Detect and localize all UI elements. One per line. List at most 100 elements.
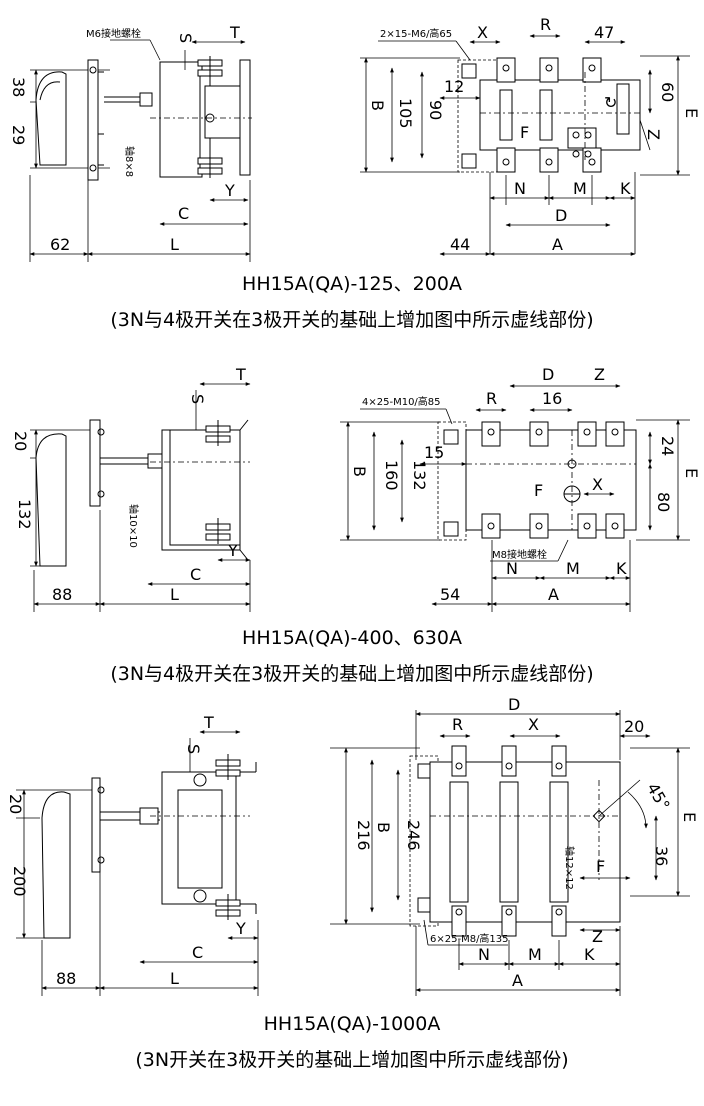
dim-Z-2: Z xyxy=(594,365,605,384)
switch-body-front-2 xyxy=(465,429,637,531)
dim-L-3: L xyxy=(170,969,179,988)
mounting-plate-1 xyxy=(87,59,99,181)
side-view-2: 20 132 轴10×10 T S xyxy=(11,365,251,612)
dim-38: 38 xyxy=(9,77,28,97)
dim-R-3: R xyxy=(452,715,463,734)
diagram-3: 20 200 T S xyxy=(6,695,699,1071)
side-view-1: 38 29 轴8×8 M6接地螺栓 xyxy=(9,23,252,262)
switch-body-1 xyxy=(159,61,203,178)
mounting-plate-2 xyxy=(89,419,101,507)
dim-160-2: 160 xyxy=(382,460,401,491)
dim-80-2: 80 xyxy=(654,492,673,512)
shaft-label-2: 轴10×10 xyxy=(127,504,140,548)
mounting-plate-3 xyxy=(91,777,101,873)
dim-36-3: 36 xyxy=(652,846,671,866)
dim-E-3: E xyxy=(680,812,699,822)
mount-holes-label-3: 6×25-M8/高135 xyxy=(430,932,509,945)
dim-T-3: T xyxy=(203,713,214,732)
dim-X-2: X xyxy=(592,475,603,494)
dim-S-1: S xyxy=(176,33,195,43)
dim-A-2: A xyxy=(548,585,559,604)
dim-B-3: B xyxy=(374,822,393,833)
dim-D-3: D xyxy=(508,695,520,714)
dim-105-1: 105 xyxy=(396,98,415,129)
dim-246-3: 246 xyxy=(404,820,423,851)
dim-R-2: R xyxy=(486,389,497,408)
dim-F-3: F xyxy=(596,857,605,876)
dim-44-1: 44 xyxy=(450,235,470,254)
front-view-1: 2×15-M6/高65 ↻ xyxy=(360,15,701,256)
dim-C-1: C xyxy=(178,204,189,223)
dim-K-1: K xyxy=(620,179,631,198)
dim-54-2: 54 xyxy=(440,585,460,604)
dim-M-1: M xyxy=(573,179,587,198)
dim-B-1: B xyxy=(368,100,387,111)
dim-L-2: L xyxy=(170,585,179,604)
dim-E-1: E xyxy=(682,108,701,118)
dim-R-1: R xyxy=(540,15,551,34)
dim-60-1: 60 xyxy=(658,82,677,102)
diagram-2: 20 132 轴10×10 T S xyxy=(11,365,701,685)
note-1: (3N与4极开关在3极开关的基础上增加图中所示虚线部份) xyxy=(110,309,593,331)
dim-88-3: 88 xyxy=(56,969,76,988)
dim-C-3: C xyxy=(192,943,203,962)
dim-K-3: K xyxy=(584,945,595,964)
dim-29: 29 xyxy=(9,125,28,145)
dim-20-side-3: 20 xyxy=(6,794,25,814)
terminal-bolts-3 xyxy=(215,754,241,920)
dim-N-2: N xyxy=(506,559,518,578)
dim-Y-3: Y xyxy=(235,919,246,938)
note-2: (3N与4极开关在3极开关的基础上增加图中所示虚线部份) xyxy=(110,663,593,685)
dim-16-2: 16 xyxy=(542,389,562,408)
rotation-symbol-1: ↻ xyxy=(604,93,617,112)
mount-holes-label-2: 4×25-M10/高85 xyxy=(362,395,441,408)
pole-terminals-3 xyxy=(417,745,567,937)
caption-1: HH15A(QA)-125、200A xyxy=(242,273,462,295)
dim-15-2: 15 xyxy=(424,443,444,462)
dim-T-1: T xyxy=(229,23,240,42)
ground-bolt-label-2: M8接地螺栓 xyxy=(492,548,547,561)
front-view-3: D R X 20 轴12×12 xyxy=(330,695,699,996)
dim-F-2: F xyxy=(534,481,543,500)
dim-M-2: M xyxy=(566,559,580,578)
dim-132-side-2: 132 xyxy=(15,499,34,530)
mount-holes-label-1: 2×15-M6/高65 xyxy=(380,27,452,40)
caption-3: HH15A(QA)-1000A xyxy=(264,1013,441,1035)
caption-2: HH15A(QA)-400、630A xyxy=(242,627,462,649)
dim-20-2: 20 xyxy=(11,431,30,451)
dim-K-2: K xyxy=(616,559,627,578)
dim-C-2: C xyxy=(190,565,201,584)
dim-Z-3: Z xyxy=(592,927,603,946)
dim-24-2: 24 xyxy=(658,436,677,456)
dim-90-1: 90 xyxy=(426,100,445,120)
switch-body-2 xyxy=(161,429,241,551)
pole-terminals-2 xyxy=(443,421,625,539)
dim-Y-1: Y xyxy=(224,181,235,200)
dim-Z-1: Z xyxy=(644,129,663,140)
dim-A-1: A xyxy=(552,235,563,254)
note-3: (3N开关在3极开关的基础上增加图中所示虚线部份) xyxy=(135,1049,568,1071)
handle-1 xyxy=(35,71,67,166)
dim-62-1: 62 xyxy=(50,235,70,254)
dim-D-1: D xyxy=(555,206,567,225)
dim-88-2: 88 xyxy=(52,585,72,604)
dim-X-3: X xyxy=(528,715,539,734)
dim-L-1: L xyxy=(170,235,179,254)
dim-Y-2: Y xyxy=(227,541,238,560)
handle-2 xyxy=(35,433,67,567)
dim-M-3: M xyxy=(528,945,542,964)
dim-F-1: F xyxy=(520,123,529,142)
dim-X-1: X xyxy=(477,23,488,42)
dim-B-2: B xyxy=(350,466,369,477)
shaft-label-1: 轴8×8 xyxy=(123,146,136,177)
pole-terminals-1 xyxy=(461,57,602,173)
dim-N-3: N xyxy=(478,945,490,964)
dim-216-3: 216 xyxy=(354,820,373,851)
dim-N-1: N xyxy=(514,179,526,198)
dim-200-3: 200 xyxy=(10,866,29,897)
dim-S-3: S xyxy=(184,744,203,754)
dim-132-front-2: 132 xyxy=(410,460,429,491)
dim-12-1: 12 xyxy=(444,77,464,96)
